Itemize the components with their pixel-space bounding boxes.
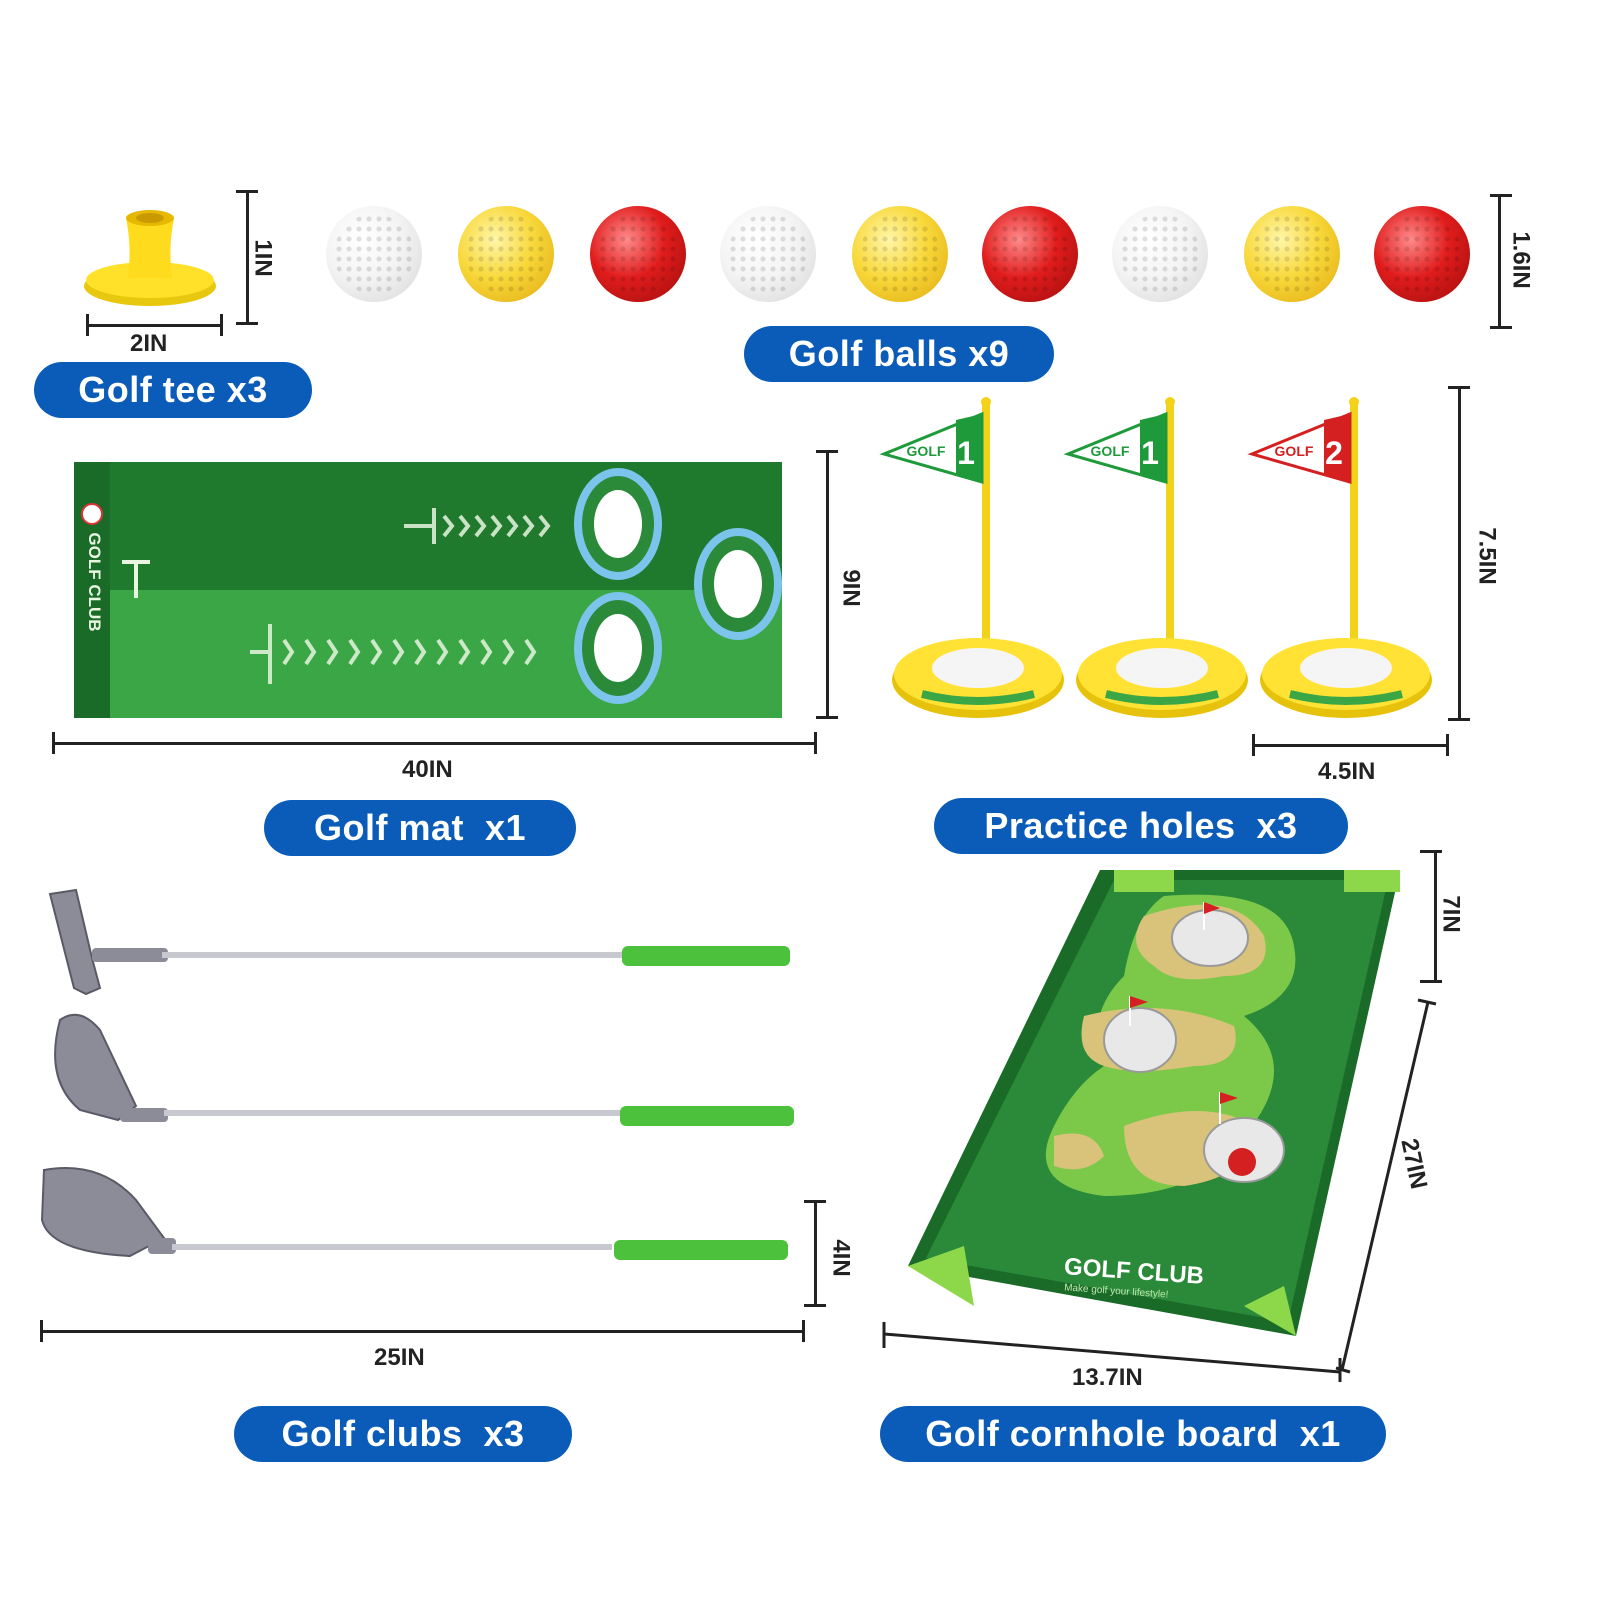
mat-height-line [826,452,829,718]
mat-width-label: 40IN [402,756,453,783]
mat-height-label: 9IN [837,569,865,607]
practice-holes-label: Practice holes x3 [934,798,1348,854]
svg-text:GOLF: GOLF [1275,443,1314,459]
golf-club-driver [40,1160,800,1270]
golf-mat-image: GOLF CLUB [74,462,782,718]
clubs-height-line [814,1202,817,1306]
tee-height-line [246,192,249,324]
tee-width-label: 2IN [130,330,168,357]
golf-ball-yellow [1244,206,1340,302]
mat-width-line [54,742,816,745]
tee-height-label: 1IN [249,239,277,277]
mat-brand-text: GOLF CLUB [85,532,104,632]
board-width-label: 13.7IN [1072,1364,1143,1391]
golf-ball-yellow [458,206,554,302]
clubs-height-label: 4IN [827,1239,855,1277]
holes-width-line [1254,744,1448,747]
golf-club-putter [44,888,804,1000]
golf-cornhole-board-label: Golf cornhole board x1 [880,1406,1386,1462]
hole-1-number: 1 [957,435,975,471]
board-height-line [1434,852,1437,982]
practice-hole-1: 1 GOLF [879,397,1074,722]
balls-height-label: 1.6IN [1507,231,1535,289]
board-depth-line [1335,998,1437,1374]
golf-ball-yellow [852,206,948,302]
holes-height-label: 7.5IN [1473,527,1501,585]
golf-cornhole-board-image: GOLF CLUB Make golf your lifestyle! [904,866,1404,1346]
holes-width-label: 4.5IN [1318,758,1376,785]
board-height-label: 7IN [1437,895,1465,933]
balls-height-line [1498,196,1501,328]
golf-ball-white [326,206,422,302]
golf-balls-label: Golf balls x9 [744,326,1054,382]
board-width-line [882,1322,1342,1382]
holes-height-line [1458,388,1461,720]
tee-width-line [88,324,222,327]
golf-clubs-label: Golf clubs x3 [234,1406,572,1462]
golf-tee-image [80,208,220,308]
practice-hole-3: 2 GOLF [1247,397,1442,722]
svg-text:GOLF: GOLF [907,443,946,459]
svg-text:1: 1 [1141,435,1159,471]
clubs-width-label: 25IN [374,1344,425,1371]
golf-ball-red [1374,206,1470,302]
golf-club-wedge [40,1010,800,1134]
golf-ball-red [590,206,686,302]
svg-text:2: 2 [1325,435,1343,471]
golf-ball-white [1112,206,1208,302]
golf-ball-white [720,206,816,302]
golf-mat-label: Golf mat x1 [264,800,576,856]
golf-tee-label: Golf tee x3 [34,362,312,418]
clubs-width-line [42,1330,804,1333]
practice-hole-2: 1 GOLF [1063,397,1258,722]
golf-ball-red [982,206,1078,302]
svg-text:GOLF: GOLF [1091,443,1130,459]
